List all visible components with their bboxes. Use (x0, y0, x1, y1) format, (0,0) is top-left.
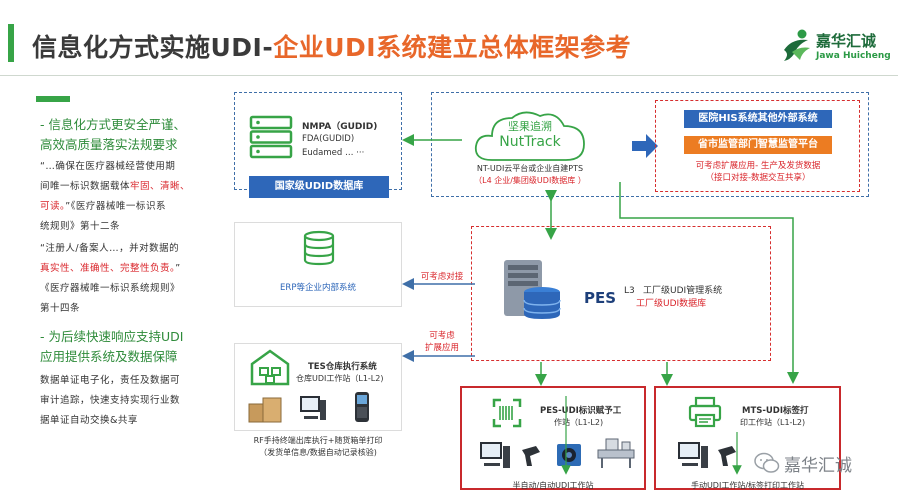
title-accent-bar (8, 24, 14, 62)
boxes-icon (248, 397, 282, 423)
logo-icon (784, 29, 810, 61)
tes-caption2: （发货单信息/数据自动记录核验) (259, 448, 377, 457)
watermark-text: 嘉华汇诚 (784, 456, 852, 476)
pes-db: 工厂级UDI数据库 (636, 299, 707, 309)
quote1-line3: 可读。”《医疗器械唯一标识系 (40, 201, 166, 212)
quote1-line2: 间唯一标识数据载体牢固、清晰、 (40, 181, 191, 192)
nmpa-line3: Eudamed … ··· (302, 148, 365, 158)
quote2-line3: 《医疗器械唯一标识系统规则》 (40, 283, 181, 294)
erp-label: ERP等企业内部系统 (280, 283, 356, 293)
tes-sub: 仓库UDI工作站（L1-L2) (296, 374, 384, 383)
page-title-main: 信息化方式实施UDI- (32, 33, 274, 62)
pes-station-title2: 作站（L1-L2) (554, 418, 604, 427)
point2-text-line2: 审计追踪，快速支持实现行业数 (40, 395, 181, 406)
pes-name: PES (584, 289, 617, 307)
point2-text-line3: 据单证自动交换&共享 (40, 415, 138, 426)
pes-station-title: PES-UDI标识赋予工 (540, 406, 622, 416)
database-icon (303, 230, 335, 266)
arrow-right-icon (632, 134, 658, 158)
wechat-icon (754, 452, 780, 473)
pes-desc: 工厂级UDI管理系统 (643, 286, 723, 296)
erp-arrow-label: 可考虑对接 (420, 272, 464, 282)
tes-caption1: RF手持终端出库执行+随货箱单打印 (253, 436, 383, 445)
pes-station-caption: 半自动/自动UDI工作站 (512, 481, 594, 490)
mts-station-box (654, 386, 841, 490)
external-note1: 可考虑扩展应用- 生产及发货数据 (695, 161, 821, 171)
page-title-accent: 企业UDI系统建立总体框架参考 (273, 33, 632, 62)
printer-icon (688, 396, 722, 428)
server-icon (249, 115, 293, 159)
scan-icon (492, 398, 522, 428)
cloud-label-cn: 坚果追溯 (508, 120, 552, 133)
quote1-line4: 统规则》第十二条 (40, 221, 121, 232)
cloud-caption2: （L4 企业/集团级UDI数据库 ） (474, 176, 586, 185)
cloud-caption1: NT-UDI云平台或企业自建PTS (476, 164, 584, 173)
camera-reader-icon (557, 444, 581, 466)
point2-title-line2: 应用提供系统及数据保障 (40, 349, 178, 364)
mts-scanner-icon (718, 446, 736, 466)
point2-title-line1: - 为后续快速响应支持UDI (40, 329, 184, 344)
section-marker (36, 96, 70, 102)
cloud-icon (474, 111, 585, 161)
tes-arrow-label2: 扩展应用 (424, 343, 459, 353)
tes-title: TES仓库执行系统 (308, 362, 377, 372)
mts-pc-icon (678, 442, 708, 468)
mts-station-caption: 手动UDI工作站/标签打印工作站 (690, 481, 805, 490)
handheld-scanner-icon (355, 392, 369, 422)
mts-station-title2: 印工作站（L1-L2) (740, 418, 806, 427)
page-title: 信息化方式实施UDI-企业UDI系统建立总体框架参考 (32, 28, 631, 64)
external-note2: （接口对接-数据交互共享） (705, 173, 811, 183)
workstation-icon (300, 396, 326, 420)
logo-text: 嘉华汇诚 (816, 32, 877, 50)
production-line-icon (597, 438, 635, 468)
nmpa-line2: FDA(GUDID) (302, 134, 355, 144)
pes-level: L3 (624, 286, 635, 296)
point2-text-line1: 数据单证电子化，责任及数据可 (40, 375, 181, 386)
quote2-line1: “注册人/备案人…，并对数据的 (40, 243, 180, 254)
his-systems-button: 医院HIS系统其他外部系统 (684, 110, 832, 128)
pc-icon (480, 442, 510, 468)
pes-server-icon (504, 260, 561, 319)
nmpa-title: NMPA（GUDID) (302, 122, 378, 132)
quote2-line4: 第十四条 (40, 303, 81, 314)
logo-text-en: Jawa Huicheng (816, 51, 891, 61)
point1-title-line1: - 信息化方式更安全严谨、 (40, 117, 186, 132)
title-divider (0, 75, 898, 76)
pes-station-box (460, 386, 646, 490)
quote1-line1: “…确保在医疗器械经营使用期 (40, 161, 176, 172)
quote2-line2: 真实性、准确性、完整性负责。” (40, 263, 181, 274)
tes-arrow-label1: 可考虑 (429, 331, 455, 341)
point1-title-line2: 高效高质量落实法规要求 (40, 137, 178, 152)
barcode-scanner-icon (522, 446, 540, 466)
cloud-label-en: NutTrack (499, 134, 561, 150)
national-udid-db-bar: 国家级UDID数据库 (249, 176, 389, 198)
mts-station-title: MTS-UDI标签打 (742, 406, 809, 416)
regulator-platform-button: 省市监管部门智慧监管平台 (684, 136, 832, 154)
warehouse-icon (250, 349, 290, 386)
